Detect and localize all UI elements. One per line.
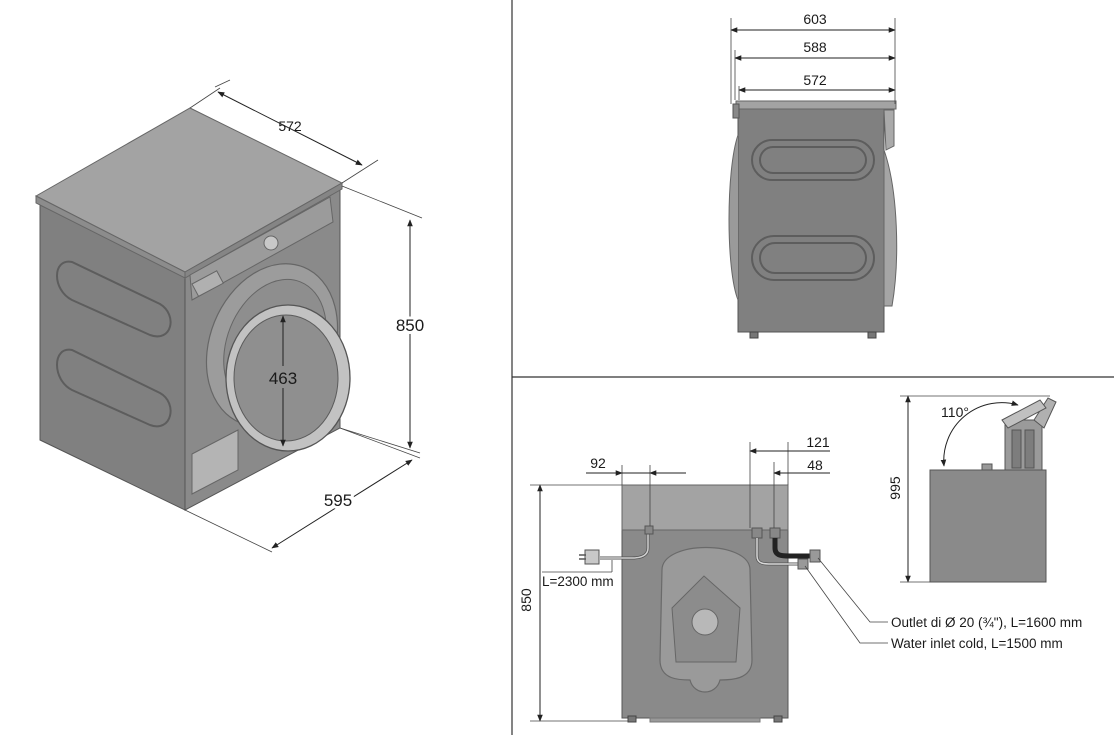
side-depth-overall-label: 603 bbox=[803, 11, 827, 27]
rear-cable-length-label: L=2300 mm bbox=[542, 574, 614, 589]
lid-view: 110° 995 bbox=[887, 395, 1057, 583]
rear-offset-right-outer-label: 121 bbox=[806, 434, 830, 450]
rear-offset-left-label: 92 bbox=[590, 455, 606, 471]
rear-view: L=2300 mm Outlet di Ø 20 (¾"), L=1600 mm… bbox=[518, 434, 1082, 723]
iso-knob-icon bbox=[263, 235, 279, 251]
rear-height-label: 850 bbox=[518, 588, 534, 612]
lid-view-body bbox=[929, 469, 1047, 583]
rear-inlet-note: Water inlet cold, L=1500 mm bbox=[891, 636, 1063, 651]
side-body bbox=[737, 107, 885, 333]
iso-side-oval-lower bbox=[56, 348, 172, 428]
side-view: 603 588 572 bbox=[728, 11, 898, 339]
iso-side-oval-upper bbox=[56, 260, 172, 338]
rear-offset-right-inner-label: 48 bbox=[807, 457, 823, 473]
isometric-view: 463 572 850 595 bbox=[34, 79, 427, 553]
plug-icon bbox=[584, 549, 600, 565]
iso-width-label: 572 bbox=[278, 118, 302, 134]
rear-outlet-note: Outlet di Ø 20 (¾"), L=1600 mm bbox=[891, 615, 1082, 630]
iso-door-diameter-label: 463 bbox=[269, 369, 297, 388]
iso-depth-label: 595 bbox=[324, 491, 352, 510]
panel-dividers bbox=[511, 0, 1114, 735]
lid-height-label: 995 bbox=[887, 476, 903, 500]
side-depth-mid-label: 588 bbox=[803, 39, 827, 55]
side-oval-lower bbox=[751, 235, 875, 281]
side-depth-body-label: 572 bbox=[803, 72, 827, 88]
lid-angle-label: 110° bbox=[941, 404, 969, 420]
iso-height-label: 850 bbox=[396, 316, 424, 335]
side-oval-upper bbox=[751, 139, 875, 181]
